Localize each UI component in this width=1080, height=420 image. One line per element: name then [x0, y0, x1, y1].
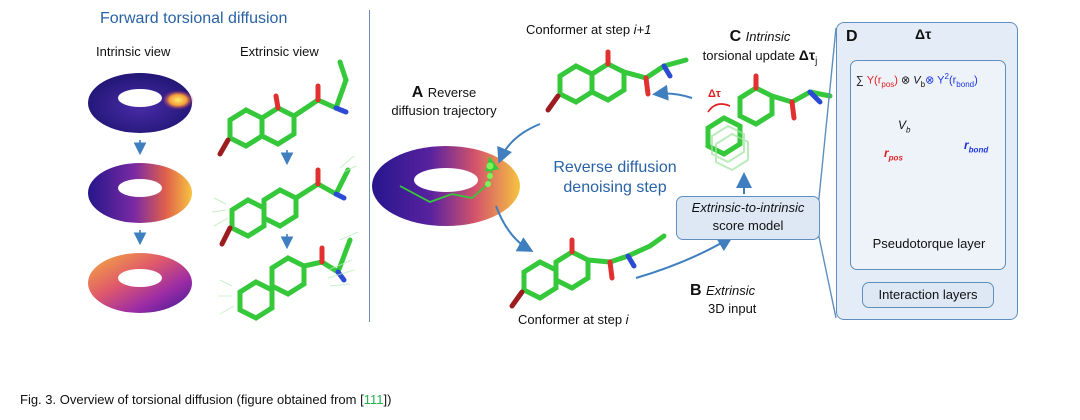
- pseudotorque-layer-label: Pseudotorque layer: [872, 236, 986, 251]
- score-model-box[interactable]: Extrinsic-to-intrinsic score model: [676, 196, 820, 240]
- molecule-step-i-plus-1: [545, 49, 689, 113]
- panel-d-delta-tau: Δτ: [915, 26, 932, 42]
- vector-rpos-label: rpos: [884, 146, 903, 163]
- molecule-extrinsic-1: [217, 59, 349, 157]
- panel-c-line1: Intrinsic: [745, 29, 791, 44]
- molecule-extrinsic-2-fuzz: [211, 155, 357, 227]
- panel-b-label: B Extrinsic 3D input: [690, 282, 800, 318]
- pseudotorque-box[interactable]: [850, 60, 1006, 270]
- pseudotorque-formula: ∑ Y(rpos) ⊗ Vb⊗ Y2(rbond): [856, 72, 978, 89]
- score-model-line2: score model: [712, 218, 784, 233]
- intrinsic-view-label: Intrinsic view: [96, 44, 171, 59]
- molecule-panel-c-ghosts: [711, 124, 749, 172]
- molecule-panel-c: [705, 73, 833, 157]
- interaction-layers-box[interactable]: Interaction layers: [862, 282, 994, 308]
- panel-c-symbol: Δτ: [798, 47, 816, 63]
- torus-intrinsic-3: [88, 253, 192, 313]
- molecule-step-i: [509, 233, 667, 309]
- panel-b-line2: 3D input: [708, 301, 757, 316]
- panel-a-label: A Reverse diffusion trajectory: [378, 84, 510, 120]
- score-model-line1: Extrinsic-to-intrinsic: [691, 200, 805, 215]
- torus-reverse-trajectory: [372, 146, 520, 226]
- panel-a-letter: A: [411, 84, 424, 101]
- flow-arrows: [495, 84, 752, 279]
- caption-reference-link[interactable]: 111: [363, 392, 384, 407]
- molecule-extrinsic-2: [219, 167, 351, 247]
- zoom-lines: [817, 27, 837, 319]
- panel-c-letter: C: [729, 28, 742, 45]
- panel-b-letter: B: [690, 282, 702, 299]
- denoising-step-label: Reverse diffusion denoising step: [553, 159, 677, 196]
- molecule-extrinsic-3: [237, 237, 353, 321]
- panel-a-line2: diffusion trajectory: [391, 103, 497, 118]
- conformer-step-i-label: Conformer at step i: [518, 312, 629, 327]
- conformer-step-i-plus-1-label: Conformer at step i+1: [526, 22, 652, 37]
- panel-a-line1: Reverse: [427, 85, 477, 100]
- torus-intrinsic-2: [88, 163, 192, 223]
- panel-c-line2: torsional update: [702, 48, 799, 63]
- panel-c-delta-tau-small: Δτ: [708, 88, 721, 100]
- panel-d-letter: D: [846, 28, 858, 45]
- vector-vb-label: Vb: [898, 118, 911, 135]
- panel-c-label: C Intrinsic torsional update Δτj: [702, 28, 818, 68]
- torsion-angle-arc: [707, 103, 731, 113]
- vector-rbond-label: rbond: [964, 138, 989, 155]
- extrinsic-view-label: Extrinsic view: [240, 44, 319, 59]
- panel-b-line1: Extrinsic: [706, 283, 756, 298]
- panel-divider: [369, 10, 370, 322]
- molecule-extrinsic-3-fuzz: [218, 231, 359, 315]
- torus-intrinsic-1: [88, 73, 194, 133]
- left-panel-title: Forward torsional diffusion: [100, 10, 288, 27]
- figure-caption: Fig. 3. Overview of torsional diffusion …: [20, 392, 392, 407]
